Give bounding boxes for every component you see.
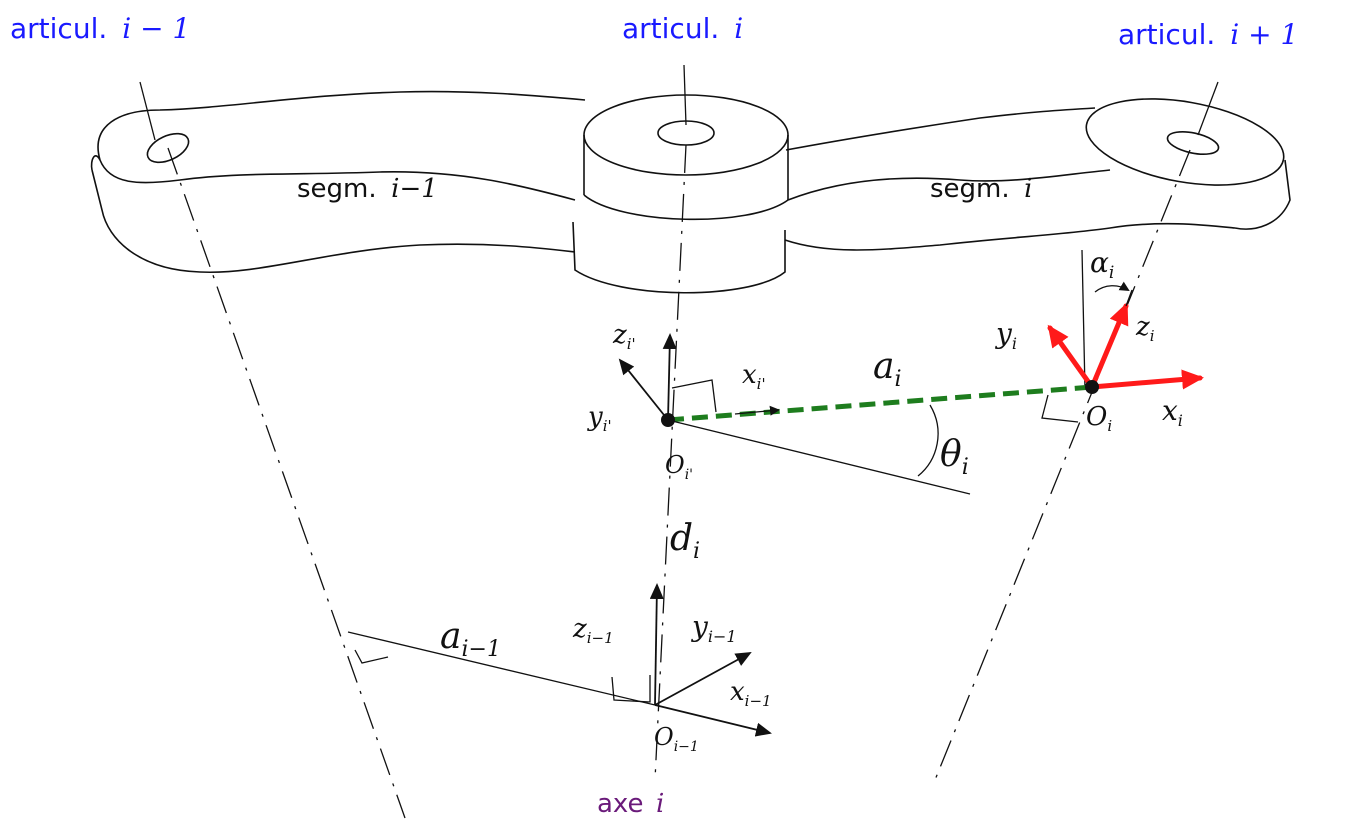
robot-links [90, 90, 1291, 294]
a-i-label: ai [873, 346, 902, 392]
frame-i-minus-1 [347, 583, 772, 737]
axis-prev [167, 147, 406, 819]
origin-i-prime-label: Oi' [665, 451, 693, 483]
a-i-minus-1-label: ai−1 [440, 616, 501, 662]
theta-arc [917, 404, 939, 477]
right-angle-i-minus-1 [611, 675, 651, 703]
x-i-prime-label: xi' [742, 360, 766, 393]
origin-i-prime-dot [661, 413, 675, 427]
link-curr-top-outline [785, 107, 1096, 151]
a-i-segment [667, 384, 1093, 423]
y-i-minus-1-label: yi−1 [690, 610, 737, 646]
link-prev-bottom-outline [99, 159, 576, 201]
x-i-label: xi [1162, 394, 1183, 430]
right-angle-prev [354, 649, 389, 664]
a-i-minus-1-segment [347, 631, 656, 706]
y-i-prime-label: yi' [587, 402, 612, 435]
origin-i-dot [1085, 380, 1099, 394]
z-i-label: zi [1135, 312, 1155, 345]
link-prev-end-side [91, 169, 576, 274]
axis-next [934, 149, 1191, 781]
y-i-label: yi [994, 317, 1017, 353]
right-angle-i [1041, 394, 1079, 423]
right-angle-i-prime [671, 379, 717, 413]
origin-i-minus-1-label: Oi−1 [654, 723, 699, 755]
alpha-i-label: αi [1090, 246, 1114, 283]
joint-prev-label: articul. i − 1 [10, 12, 190, 45]
x-i-minus-1-label: xi−1 [730, 677, 772, 710]
link-prev-top-outline [97, 90, 586, 161]
z-i-minus-1-label: zi−1 [572, 614, 614, 647]
z-i-prime-arrow [662, 333, 677, 421]
joint-next-label: articul. i + 1 [1118, 18, 1298, 51]
joint-next-hole [1166, 131, 1220, 155]
x-i-minus-1-projection [667, 419, 971, 495]
y-i-arrow [1047, 324, 1095, 390]
y-i-minus-1-arrow [654, 652, 752, 706]
joint-prev-hole [146, 132, 190, 164]
z-i-minus-1-arrow [649, 583, 664, 706]
frame-i-prime [618, 333, 1093, 495]
joint-axes [139, 64, 1219, 819]
x-i-arrow [1089, 369, 1204, 390]
y-i-prime-arrow [618, 358, 669, 421]
axis-curr [654, 144, 687, 781]
segment-curr-label: segm. i [930, 174, 1032, 204]
x-i-minus-1-arrow [654, 704, 772, 737]
d-i-label: di [670, 518, 700, 564]
alpha-arc [1094, 281, 1130, 293]
joint-next-top [1085, 98, 1285, 186]
z-i-prime-label: zi' [612, 320, 636, 353]
origin-i-label: Oi [1086, 402, 1112, 435]
theta-i-label: θi [940, 434, 969, 480]
link-curr-bottom-outline [787, 169, 1111, 201]
axis-label: axe i [597, 789, 664, 819]
frame-i [1041, 281, 1204, 423]
segment-prev-label: segm. i−1 [297, 174, 438, 204]
joint-curr-label: articul. i [622, 12, 743, 45]
z-i-arrow [1089, 302, 1129, 390]
